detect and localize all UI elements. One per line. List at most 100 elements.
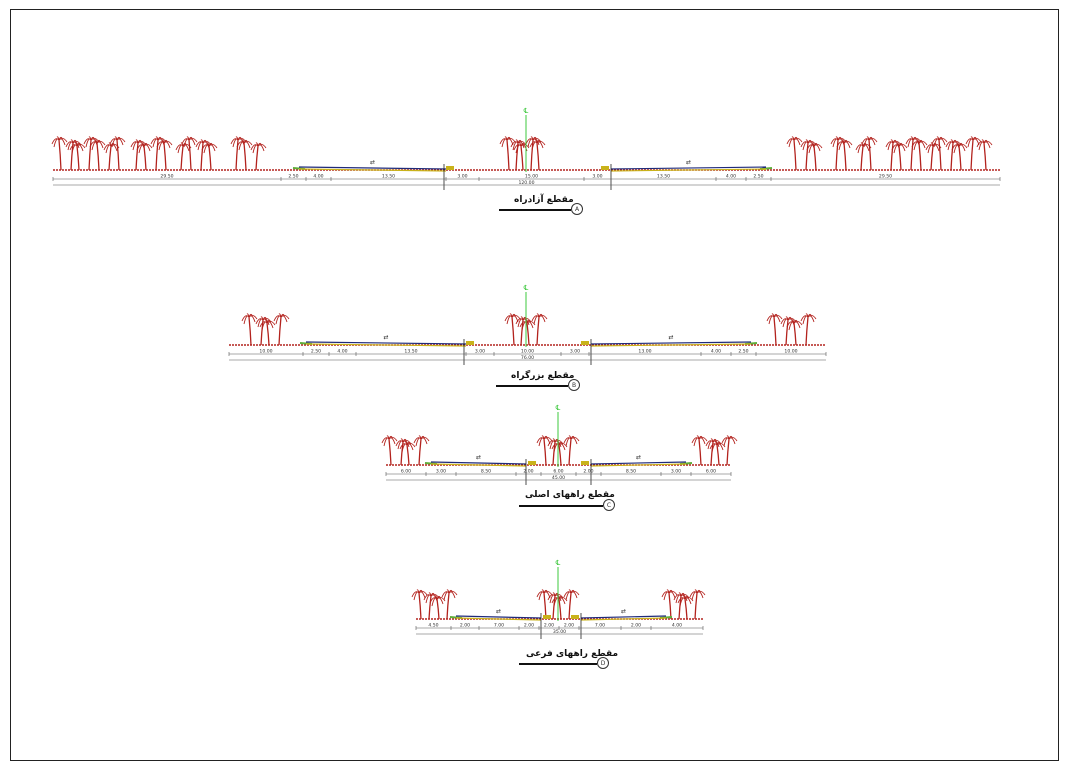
carriageway-right xyxy=(590,461,687,465)
dimension-label: 2.50 xyxy=(738,349,748,355)
dimension-label: 2.00 xyxy=(631,623,641,629)
dimension-label: 8.50 xyxy=(626,469,636,475)
shoulder-right xyxy=(610,168,767,172)
dimension-label: 3.00 xyxy=(457,174,467,180)
palm-tree-icon xyxy=(905,136,922,171)
palm-tree-icon xyxy=(156,139,173,171)
palm-tree-icon xyxy=(181,136,198,171)
palm-tree-icon xyxy=(109,136,126,171)
palm-tree-icon xyxy=(411,589,428,620)
total-width-label: 35.00 xyxy=(553,629,566,635)
section-badge: B xyxy=(568,379,580,391)
dimension-label: 4.00 xyxy=(313,174,323,180)
dimension-label: 2.00 xyxy=(544,623,554,629)
dimension-label: 7.00 xyxy=(494,623,504,629)
median-curb xyxy=(543,615,551,619)
dimension-label: 8.50 xyxy=(481,469,491,475)
palm-tree-icon xyxy=(563,435,580,466)
dimension-label: 6.00 xyxy=(706,469,716,475)
palm-tree-icon xyxy=(413,435,430,466)
palm-tree-icon xyxy=(529,139,546,171)
dimension-label: 3.00 xyxy=(570,349,580,355)
lane-arrow-icon: ⇄ xyxy=(621,608,626,615)
palm-tree-icon xyxy=(786,136,803,171)
carriageway-left xyxy=(305,341,467,345)
section-badge: C xyxy=(603,499,615,511)
shoulder-left xyxy=(305,343,467,347)
palm-tree-icon xyxy=(800,313,817,346)
dimension-label: 2.00 xyxy=(460,623,470,629)
dimension-label: 2.50 xyxy=(311,349,321,355)
shoulder-right xyxy=(580,617,667,621)
palm-tree-icon xyxy=(925,142,942,171)
palm-tree-icon xyxy=(951,142,968,171)
palm-tree-icon xyxy=(504,313,521,346)
dimension-label: 4.50 xyxy=(428,623,438,629)
palm-tree-icon xyxy=(806,142,823,171)
dimension-label: 13.50 xyxy=(382,174,395,180)
palm-tree-icon xyxy=(241,313,258,346)
dimension-label: 3.00 xyxy=(475,349,485,355)
section-title-underline xyxy=(519,505,603,507)
section-title-secondary-roads: مقطع راههای فرعی xyxy=(526,649,619,659)
dimension-label: 2.00 xyxy=(583,469,593,475)
palm-tree-icon xyxy=(175,142,192,171)
carriageway-right xyxy=(580,615,667,619)
carriageway-right xyxy=(610,166,767,170)
median-curb xyxy=(466,341,474,345)
section-title-freeway: مقطع آزادراه xyxy=(514,195,574,205)
median-curb xyxy=(528,461,536,465)
palm-tree-icon xyxy=(861,136,878,171)
dimension-label: 4.00 xyxy=(711,349,721,355)
dimension-label: 4.00 xyxy=(672,623,682,629)
dimension-label: 6.00 xyxy=(553,469,563,475)
lane-arrow-icon: ⇄ xyxy=(383,334,388,341)
dimension-label: 29.50 xyxy=(879,174,892,180)
palm-tree-icon xyxy=(661,589,678,620)
palm-tree-icon xyxy=(201,142,218,171)
shoulder-left xyxy=(298,168,447,172)
palm-tree-icon xyxy=(766,313,783,346)
palm-tree-icon xyxy=(136,142,153,171)
section-title-underline xyxy=(496,385,568,387)
section-title-underline xyxy=(519,663,597,665)
total-width-label: 45.00 xyxy=(552,475,565,481)
shoulder-left xyxy=(455,617,542,621)
palm-tree-icon xyxy=(250,142,267,171)
dimension-label: 4.00 xyxy=(726,174,736,180)
median-curb xyxy=(581,461,589,465)
palm-tree-icon xyxy=(69,142,86,171)
palm-tree-icon xyxy=(51,136,68,171)
palm-tree-icon xyxy=(536,589,553,620)
dimension-label: 3.00 xyxy=(436,469,446,475)
carriageway-right xyxy=(590,341,752,345)
lane-arrow-icon: ⇄ xyxy=(496,608,501,615)
shoulder-right xyxy=(590,463,687,467)
shoulder-right xyxy=(590,343,752,347)
dimension-label: 29.50 xyxy=(160,174,173,180)
centerline-label: ℄ xyxy=(556,559,561,567)
centerline-label: ℄ xyxy=(524,284,529,292)
median-curb xyxy=(446,166,454,170)
shoulder-left xyxy=(430,463,527,467)
palm-tree-icon xyxy=(855,142,872,171)
palm-tree-icon xyxy=(531,313,548,346)
palm-tree-icon xyxy=(931,136,948,171)
palm-tree-icon xyxy=(691,435,708,466)
carriageway-left xyxy=(455,615,542,619)
carriageway-left xyxy=(430,461,527,465)
palm-tree-icon xyxy=(965,136,982,171)
palm-tree-icon xyxy=(441,589,458,620)
median-curb xyxy=(601,166,609,170)
section-title-highway: مقطع بزرگراه xyxy=(511,371,575,381)
median-curb xyxy=(581,341,589,345)
palm-tree-icon xyxy=(891,142,908,171)
palm-tree-icon xyxy=(976,139,993,171)
total-width-label: 76.00 xyxy=(521,355,534,361)
centerline-label: ℄ xyxy=(524,107,529,115)
lane-arrow-icon: ⇄ xyxy=(668,334,673,341)
dimension-label: 2.00 xyxy=(564,623,574,629)
